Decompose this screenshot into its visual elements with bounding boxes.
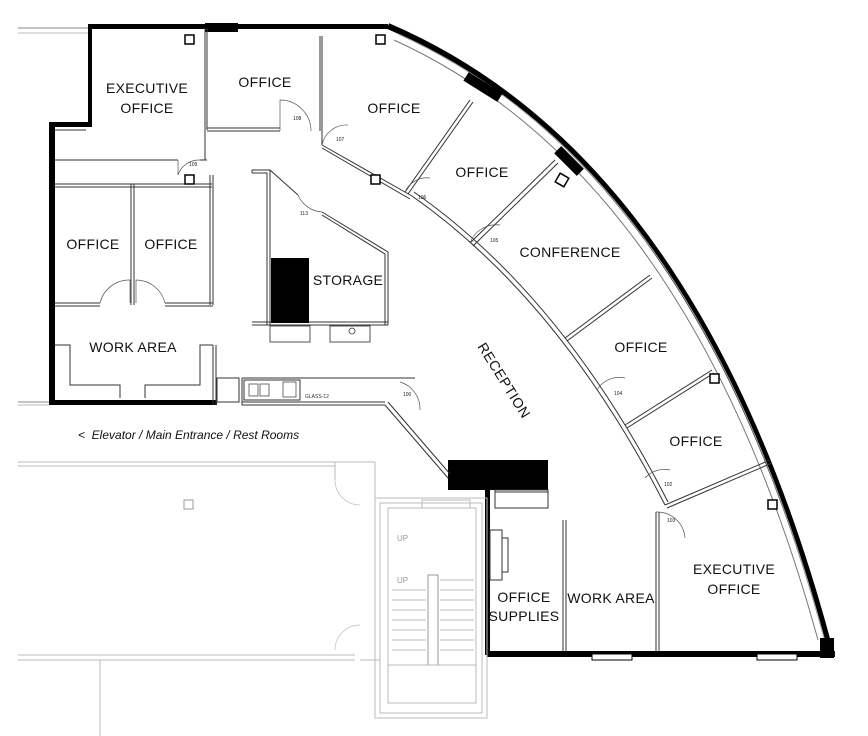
room-office-curve-2: OFFICE <box>455 164 508 180</box>
door-number-109: 109 <box>189 162 198 168</box>
supply-shelf <box>489 529 509 581</box>
door-number-113: 113 <box>300 211 308 217</box>
interior-walls <box>55 28 773 651</box>
door-numbers: 108 109 107 106 105 113 104 103 102 100 <box>189 116 676 524</box>
room-executive-office-se-2: OFFICE <box>707 581 760 597</box>
door-number-103: 103 <box>667 518 676 524</box>
storage-shelving <box>271 258 309 323</box>
fridge <box>216 377 240 403</box>
stair-up-label-1: UP <box>397 534 408 543</box>
room-work-area-south: WORK AREA <box>567 590 655 606</box>
room-office-left-2: OFFICE <box>144 236 197 252</box>
corridor-direction-note: < Elevator / Main Entrance / Rest Rooms <box>78 428 299 442</box>
door-number-104: 104 <box>614 391 623 397</box>
room-office-curve-3: OFFICE <box>614 339 667 355</box>
room-office-supplies-2: SUPPLIES <box>489 608 560 624</box>
door-number-108: 108 <box>293 116 302 122</box>
room-office-curve-1: OFFICE <box>367 100 420 116</box>
room-office-curve-4: OFFICE <box>669 433 722 449</box>
room-reception: RECEPTION <box>475 340 534 422</box>
room-labels: EXECUTIVE OFFICE OFFICE OFFICE OFFICE OF… <box>66 74 775 624</box>
room-office-left-1: OFFICE <box>66 236 119 252</box>
room-conference: CONFERENCE <box>519 244 620 260</box>
columns <box>183 34 778 510</box>
room-storage: STORAGE <box>313 272 383 288</box>
door-swings <box>99 99 686 539</box>
stair-up-label-2: UP <box>397 576 408 585</box>
door-number-107: 107 <box>336 137 345 143</box>
door-number-106: 106 <box>418 195 427 201</box>
adjacent-space <box>18 461 488 736</box>
door-number-105: 105 <box>490 238 499 244</box>
room-executive-office-nw-2: OFFICE <box>120 100 173 116</box>
room-executive-office-se-1: EXECUTIVE <box>693 561 775 577</box>
room-executive-office-nw-1: EXECUTIVE <box>106 80 188 96</box>
room-office-supplies-1: OFFICE <box>497 589 550 605</box>
room-work-area-west: WORK AREA <box>89 339 177 355</box>
kitchen-counter <box>243 379 301 401</box>
door-number-100: 100 <box>403 392 412 398</box>
room-office-top: OFFICE <box>238 74 291 90</box>
storage-chairs <box>269 325 371 343</box>
door-number-102: 102 <box>664 482 673 488</box>
glass-label: GLASS-12 <box>305 394 329 400</box>
